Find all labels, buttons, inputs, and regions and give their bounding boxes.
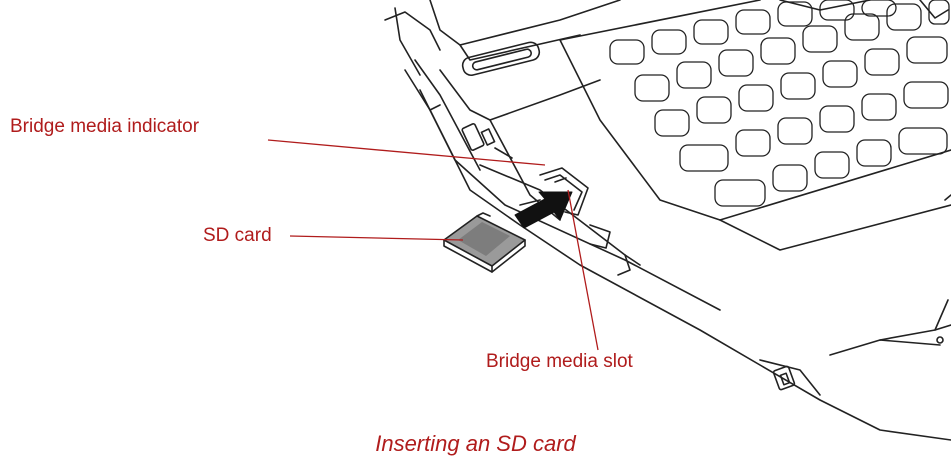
keyboard bbox=[559, 0, 951, 251]
sd-card-graphic bbox=[443, 212, 526, 273]
indicator-leader-line bbox=[267, 139, 546, 166]
sd-card-label: SD card bbox=[203, 225, 272, 246]
laptop-body bbox=[404, 59, 951, 441]
sdcard-leader-line bbox=[289, 235, 464, 241]
bridge-media-slot-graphic bbox=[519, 167, 611, 249]
laptop-lid bbox=[384, 0, 949, 77]
bridge-media-indicator-label: Bridge media indicator bbox=[10, 116, 200, 137]
insert-arrow-icon bbox=[514, 191, 573, 229]
figure-caption: Inserting an SD card bbox=[375, 431, 576, 456]
slot-leader-line bbox=[567, 189, 599, 351]
bridge-media-slot-label: Bridge media slot bbox=[486, 351, 633, 372]
